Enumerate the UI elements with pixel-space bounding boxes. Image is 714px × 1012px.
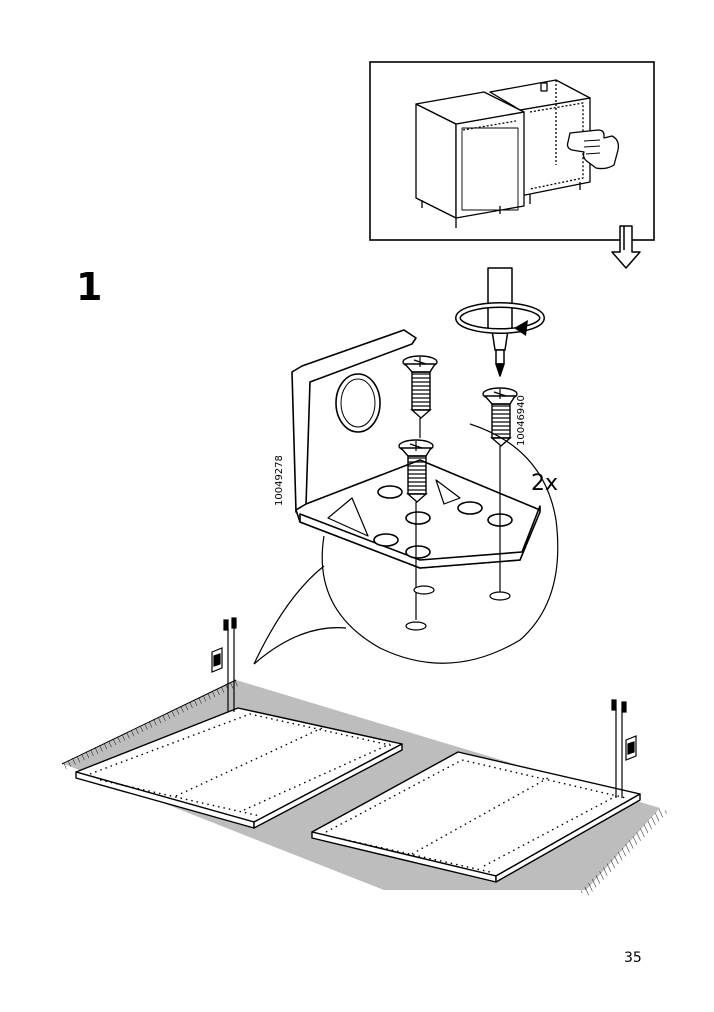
page-number: 35 [624,950,642,966]
panel-left [75,707,403,829]
corner-bracket-small-right [611,699,637,798]
step-number: 1 [76,265,103,309]
callout-bubble [321,423,559,664]
proceed-arrow-icon [611,225,641,269]
guide-lines [405,418,511,631]
screw-b-quantity: 2x [531,471,558,496]
overview-frame [369,61,655,241]
screw-a-article-label: 10049278 [274,455,285,506]
overview-cabinet-icon [415,79,591,228]
screw-a-lower [398,439,434,503]
callout-pointer [253,565,347,665]
screw-b-article-label: 10046940 [516,395,527,446]
corner-bracket-small-left [211,617,237,712]
pointing-hand-icon [566,129,620,170]
screwdriver-icon [487,267,513,377]
panel-right [311,751,641,883]
screw-b [482,387,518,447]
rotation-arrow-icon [455,302,545,336]
corner-bracket-icon [291,329,541,569]
screw-a-upper [402,355,438,419]
